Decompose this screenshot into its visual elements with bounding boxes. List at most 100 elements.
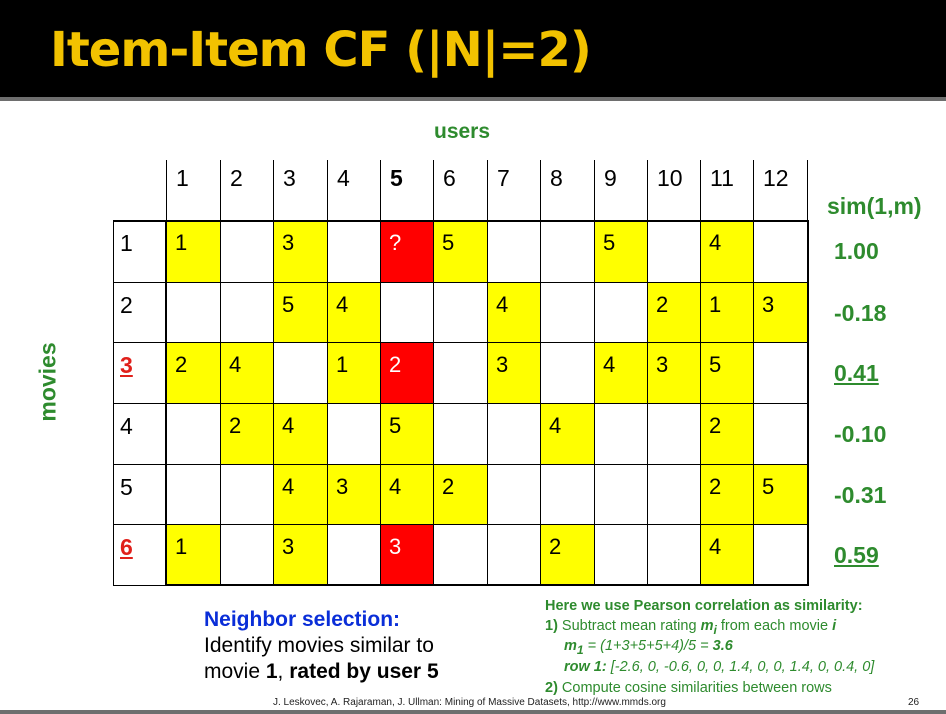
grid-line	[380, 160, 381, 585]
rating-value: 5	[282, 292, 295, 317]
title-divider	[0, 97, 946, 101]
rating-value: 1	[175, 230, 188, 255]
user-column-header: 3	[283, 165, 296, 191]
similarity-value: -0.10	[834, 421, 887, 447]
rating-value: 2	[549, 534, 562, 559]
rating-cell	[273, 464, 327, 524]
rating-cell	[753, 464, 807, 524]
rating-cell	[166, 220, 220, 282]
row1-values: [-2.6, 0, -0.6, 0, 0, 1.4, 0, 0, 1.4, 0,…	[606, 659, 875, 675]
rating-value: 1	[709, 292, 722, 317]
neighbor-text: ,	[277, 660, 290, 683]
rating-cell	[540, 524, 594, 585]
rating-value: 1	[336, 352, 349, 377]
neighbor-selection-title: Neighbor selection:	[204, 608, 401, 631]
formula-result: 3.6	[712, 638, 733, 654]
user-column-header: 12	[763, 165, 789, 191]
movie-row-header: 2	[120, 292, 133, 318]
step-1-symbol: m	[700, 618, 714, 634]
user-column-header: 9	[604, 165, 617, 191]
rating-value: 2	[442, 474, 455, 499]
highlighted-rating-cell	[380, 524, 433, 585]
rating-value: 3	[282, 534, 295, 559]
rating-value: 4	[709, 230, 722, 255]
note-formula: m1 = (1+3+5+5+4)/5 = 3.6	[564, 638, 733, 657]
note-header-text: Here we use Pearson correlation as simil…	[545, 598, 863, 614]
user-column-header: 4	[337, 165, 350, 191]
rating-value: ?	[389, 230, 402, 255]
rating-value: 2	[175, 352, 188, 377]
rating-cell	[273, 403, 327, 464]
step-1-index: i	[832, 618, 837, 634]
formula-subscript: 1	[576, 642, 584, 657]
rating-value: 4	[496, 292, 509, 317]
rating-cell	[327, 342, 380, 403]
grid-line	[273, 160, 274, 585]
step-2-number: 2)	[545, 680, 558, 696]
grid-line	[327, 160, 328, 585]
user-column-header: 10	[657, 165, 683, 191]
note-step-2: 2) Compute cosine similarities between r…	[545, 680, 832, 696]
rating-cell	[273, 524, 327, 585]
similarity-value: 0.59	[834, 542, 879, 568]
neighbor-text: movie	[204, 660, 266, 683]
rating-cell	[273, 282, 327, 342]
rating-value: 5	[603, 230, 616, 255]
grid-line	[113, 282, 807, 283]
slide-title: Item-Item CF (|N|=2)	[50, 22, 592, 78]
rating-cell	[700, 403, 753, 464]
users-axis-label: users	[434, 120, 491, 143]
rating-cell	[647, 282, 700, 342]
neighbor-line-2: movie 1, rated by user 5	[204, 660, 439, 684]
movie-row-header: 5	[120, 474, 133, 500]
highlighted-rating-cell	[380, 220, 433, 282]
rating-value: 3	[336, 474, 349, 499]
rating-value: 4	[709, 534, 722, 559]
rating-value: 3	[282, 230, 295, 255]
neighbor-user-ref: rated by user 5	[289, 660, 439, 683]
rating-value: 3	[656, 352, 669, 377]
rating-value: 4	[603, 352, 616, 377]
user-column-header: 8	[550, 165, 563, 191]
rating-cell	[700, 464, 753, 524]
rating-value: 4	[549, 413, 562, 438]
grid-line	[433, 160, 434, 585]
rating-value: 5	[709, 352, 722, 377]
grid-line	[113, 524, 807, 525]
rating-value: 2	[389, 352, 402, 377]
similarity-value: -0.31	[834, 482, 887, 508]
rating-cell	[220, 403, 273, 464]
rating-value: 4	[282, 474, 295, 499]
movie-row-header: 1	[120, 230, 133, 256]
grid-line	[113, 403, 807, 404]
step-1-text: Subtract mean rating	[557, 618, 701, 634]
rating-value: 4	[282, 413, 295, 438]
rating-cell	[380, 403, 433, 464]
rating-cell	[647, 342, 700, 403]
formula-expression: = (1+3+5+5+4)/5 =	[583, 638, 713, 654]
rating-value: 5	[762, 474, 775, 499]
rating-cell	[166, 342, 220, 403]
rating-value: 4	[229, 352, 242, 377]
rating-cell	[220, 342, 273, 403]
rating-value: 3	[496, 352, 509, 377]
note-row1: row 1: [-2.6, 0, -0.6, 0, 0, 1.4, 0, 0, …	[564, 659, 874, 675]
rating-cell	[594, 220, 647, 282]
grid-line	[220, 160, 221, 585]
rating-cell	[700, 524, 753, 585]
rating-cell	[753, 282, 807, 342]
highlighted-rating-cell	[380, 342, 433, 403]
movie-row-header: 4	[120, 413, 133, 439]
rating-cell	[273, 220, 327, 282]
rating-cell	[487, 342, 540, 403]
rating-value: 4	[389, 474, 402, 499]
grid-line	[113, 342, 807, 343]
rating-value: 5	[442, 230, 455, 255]
similarity-value: -0.18	[834, 300, 887, 326]
rating-value: 2	[656, 292, 669, 317]
grid-line	[113, 220, 114, 585]
rating-cell	[433, 464, 487, 524]
note-header: Here we use Pearson correlation as simil…	[545, 598, 863, 614]
movie-row-header: 6	[120, 534, 133, 560]
